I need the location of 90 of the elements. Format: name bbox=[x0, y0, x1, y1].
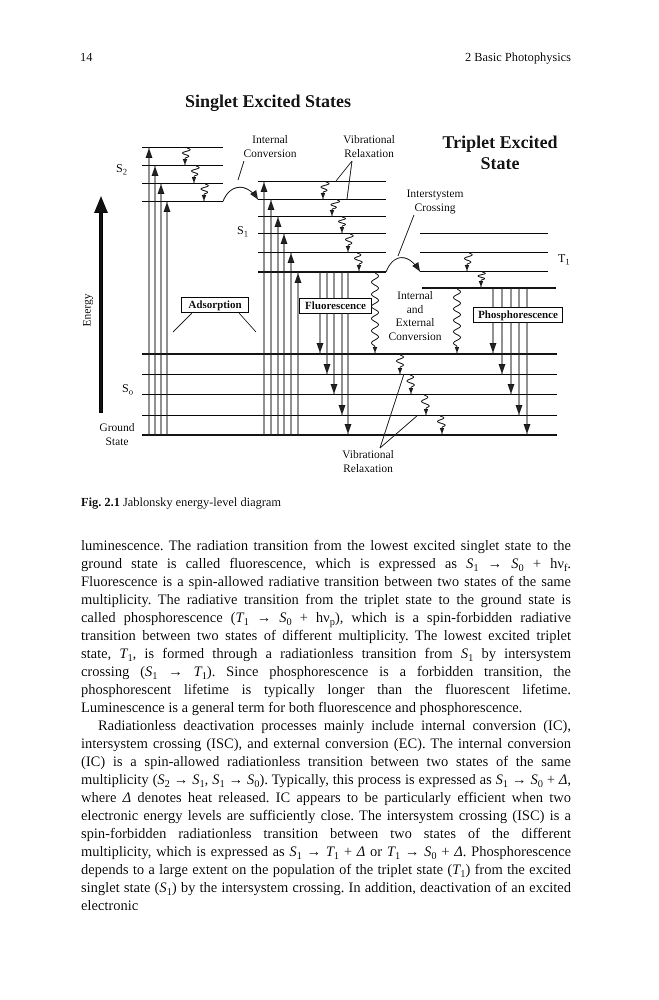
boxed-label: Adsorption bbox=[181, 297, 249, 313]
energy-level-line bbox=[142, 415, 557, 416]
wavy-arrow bbox=[191, 166, 200, 184]
phosphorescence-arrow bbox=[498, 322, 506, 374]
wavy-arrow bbox=[338, 216, 346, 234]
phosphorescence-line bbox=[510, 288, 512, 308]
figure-caption: Fig. 2.1 Jablonsky energy-level diagram bbox=[81, 494, 282, 510]
energy-level-line bbox=[258, 233, 386, 234]
leader-line bbox=[238, 312, 256, 332]
state-label: S$_{o}$ bbox=[122, 380, 133, 396]
energy-level-line bbox=[142, 183, 223, 184]
energy-level-line bbox=[420, 271, 548, 272]
curved-arrow bbox=[222, 186, 258, 202]
absorption-arrow bbox=[164, 202, 170, 434]
leader-line bbox=[346, 160, 352, 200]
energy-level-line bbox=[142, 147, 223, 148]
absorption-arrow bbox=[158, 184, 164, 434]
fluorescence-arrow bbox=[330, 314, 338, 394]
absorption-arrow bbox=[152, 166, 158, 434]
running-header: 2 Basic Photophysics bbox=[464, 49, 571, 65]
wavy-arrow bbox=[453, 288, 461, 354]
fluorescence-arrow bbox=[338, 314, 346, 416]
absorption-arrow bbox=[268, 200, 274, 434]
leader-line bbox=[336, 160, 352, 182]
boxed-label: Fluorescence bbox=[299, 298, 372, 314]
page-number: 14 bbox=[80, 49, 92, 65]
phosphorescence-arrow bbox=[490, 322, 496, 354]
phosphorescence-line bbox=[518, 288, 520, 308]
wavy-arrow bbox=[320, 182, 330, 200]
energy-level-line bbox=[258, 199, 386, 200]
energy-level-line bbox=[142, 374, 557, 375]
wavy-arrow bbox=[354, 252, 363, 272]
absorption-arrow bbox=[146, 148, 152, 434]
phosphorescence-line bbox=[492, 288, 494, 308]
wavy-arrow bbox=[478, 272, 486, 288]
wavy-arrow bbox=[396, 354, 404, 374]
wavy-arrow bbox=[330, 200, 340, 216]
energy-level-line bbox=[142, 165, 223, 166]
energy-level-line bbox=[420, 252, 548, 253]
boxed-label: Phosphorescence bbox=[473, 307, 563, 323]
body-paragraph: luminescence. The radiation transition from the lowest excited singlet state to the ground state is called fluorescence, which is expressed as S$_{1}$ → S$_{0}$ + hν$_{f}$. Fluorescence is a spin-allowed radiative transition between two states of the same multiplicity. The radiative transition from the triplet state to the ground state is called phosphorescence (T$_{1}$ → S$_{0}$ + hν$_{p}$), which is a spin-forbidden radiative transition between two states of different multiplicity. The lowest excited triplet state, T$_{1}$, is formed through a radiationless transition from S$_{1}$ by intersystem crossing (S$_{1}$ → T$_{1}$). Since phosphorescence is a forbidden transition, the phosphorescent lifetime is typically longer than the fluorescent lifetime. Luminescence is a general term for both fluorescence and phosphorescence. bbox=[81, 537, 571, 717]
fluorescence-arrow bbox=[324, 314, 330, 374]
wavy-arrow bbox=[371, 272, 379, 354]
energy-level-line bbox=[258, 181, 386, 182]
absorption-arrow bbox=[260, 182, 268, 434]
energy-level-line bbox=[258, 252, 386, 253]
annotation-text: Internal Conversion bbox=[239, 133, 301, 161]
phosphorescence-arrow bbox=[508, 322, 514, 394]
annotation-text: Internal and External Conversion bbox=[388, 290, 442, 345]
body-paragraph: Radiationless deactivation processes mainly include internal conversion (IC), intersystem crossing (ISC), and external conversion (EC). The internal conversion (IC) is a spin-allowed radiationless transition between two states of the same multiplicity (S$_{2}$ → S$_{1}$, S$_{1}$ → S$_{0}$). Typically, this process is expressed as S$_{1}$ → S$_{0}$ + Δ, where Δ denotes heat released. IC appears to be particularly efficient when two electronic energy levels are sufficiently close. The intersystem crossing (ISC) is a spin-forbidden radiationless transition between two states of the different multiplicity, which is expressed as S$_{1}$ → T$_{1}$ + Δ or T$_{1}$ → S$_{0}$ + Δ. Phosphorescence depends to a large extent on the population of the triplet state (T$_{1}$) from the excited singlet state (S$_{1}$) by the intersystem crossing. In addition, deactivation of an excited electronic bbox=[81, 717, 571, 915]
annotation-text: Vibrational Relaxation bbox=[338, 133, 400, 161]
energy-level-line bbox=[142, 201, 223, 202]
energy-level-line bbox=[142, 434, 557, 436]
state-label: S$_{2}$ bbox=[116, 160, 127, 176]
wavy-arrow bbox=[345, 234, 354, 252]
phosphorescence-arrow bbox=[524, 322, 530, 434]
state-label: S$_{1}$ bbox=[237, 222, 248, 238]
energy-level-line bbox=[142, 394, 557, 395]
leader-line bbox=[398, 214, 414, 256]
energy-level-line bbox=[422, 287, 556, 289]
fluorescence-arrow bbox=[316, 314, 324, 354]
absorption-arrow bbox=[274, 216, 282, 434]
wavy-arrow bbox=[406, 374, 415, 394]
state-label: Ground State bbox=[98, 421, 136, 449]
leader-line bbox=[380, 374, 404, 448]
energy-level-line bbox=[420, 233, 548, 234]
wavy-arrow bbox=[182, 148, 191, 166]
phosphorescence-line bbox=[526, 288, 528, 308]
fluorescence-arrow bbox=[344, 314, 352, 434]
leader-line bbox=[380, 416, 418, 448]
leader-line bbox=[172, 312, 192, 332]
leader-line bbox=[238, 160, 244, 180]
wavy-arrow bbox=[421, 394, 430, 416]
section-title: Triplet Excited State bbox=[441, 132, 559, 174]
energy-level-line bbox=[258, 216, 386, 217]
phosphorescence-arrow bbox=[516, 322, 522, 416]
wavy-arrow bbox=[437, 416, 446, 434]
section-title: Singlet Excited States bbox=[184, 91, 352, 112]
absorption-arrow bbox=[280, 234, 288, 434]
absorption-arrow bbox=[294, 272, 302, 434]
annotation-text: Interstystem Crossing bbox=[401, 188, 469, 215]
absorption-arrow bbox=[288, 252, 294, 434]
wavy-arrow bbox=[200, 184, 209, 202]
axis-label: Energy bbox=[82, 294, 94, 326]
energy-level-line bbox=[258, 271, 386, 273]
energy-level-line bbox=[142, 353, 557, 355]
curved-arrow bbox=[386, 257, 420, 272]
fluorescence-line bbox=[326, 272, 328, 298]
state-label: T$_{1}$ bbox=[558, 250, 570, 266]
annotation-text: Vibrational Relaxation bbox=[337, 448, 399, 476]
